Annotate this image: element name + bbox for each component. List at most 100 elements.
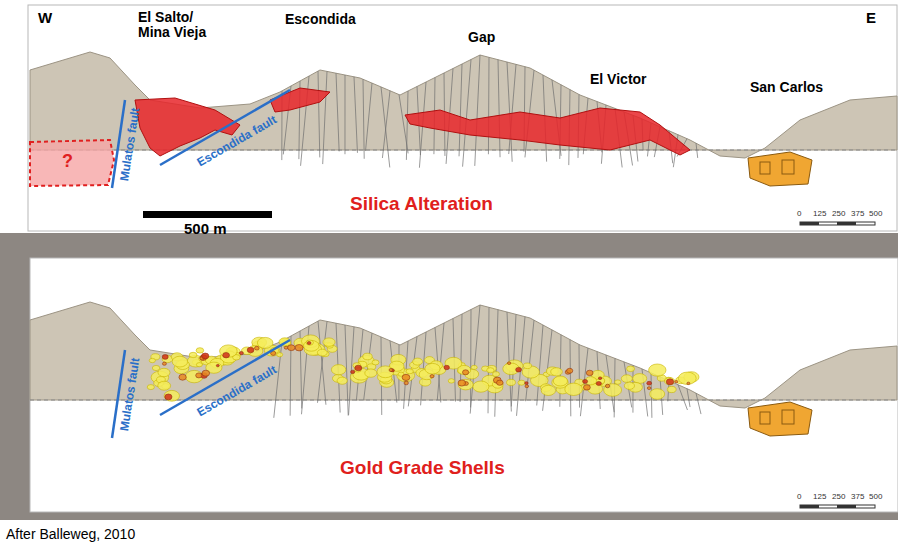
grade-shell — [406, 369, 413, 374]
terrain-slab — [30, 302, 897, 408]
area-label: El Victor — [590, 72, 647, 87]
terrain-section — [30, 302, 897, 408]
small-scale-bar — [800, 222, 875, 225]
grade-shell — [216, 364, 219, 366]
grade-shell — [149, 358, 155, 362]
scale-number: 0 — [797, 210, 801, 219]
grade-shell — [586, 370, 593, 375]
grade-shell — [202, 353, 209, 359]
grade-shell — [471, 365, 477, 369]
grade-shell — [627, 366, 635, 372]
scale-number: 500 — [869, 210, 882, 219]
caption: After Balleweg, 2010 — [6, 527, 135, 542]
grade-shell — [523, 363, 531, 369]
grade-shell — [288, 345, 295, 351]
drill-hole — [475, 55, 480, 166]
scale-number: 125 — [813, 210, 826, 219]
scale-number: 125 — [813, 493, 826, 502]
grade-shell — [365, 369, 377, 377]
area-label: Gap — [468, 30, 495, 45]
grade-shell — [158, 368, 170, 376]
grade-shell — [624, 382, 634, 389]
grade-shell — [553, 376, 567, 386]
drill-hole — [509, 64, 516, 154]
elevation-line — [30, 400, 897, 401]
drill-hole — [344, 75, 345, 154]
grade-shell — [307, 342, 311, 345]
grade-shell — [158, 381, 171, 390]
scale-number: 500 — [869, 493, 882, 502]
drill-hole — [323, 71, 327, 164]
grade-shell — [185, 370, 203, 382]
grade-shell — [667, 386, 676, 392]
drill-hole — [495, 310, 498, 417]
grade-shell — [525, 382, 529, 385]
grade-shell — [351, 370, 355, 373]
grade-shell — [355, 365, 362, 371]
drill-hole — [406, 91, 408, 160]
top-panel — [28, 5, 897, 231]
grade-shell — [430, 375, 434, 378]
grade-shell — [372, 360, 379, 365]
grade-shell — [463, 370, 469, 375]
grade-shell — [583, 379, 588, 383]
grade-shell — [473, 381, 489, 392]
grade-shell — [444, 365, 449, 369]
grade-shell — [584, 385, 591, 390]
grade-shell — [179, 374, 186, 380]
scale-number: 0 — [797, 493, 801, 502]
area-label: San Carlos — [750, 80, 823, 95]
drill-hole — [687, 389, 690, 407]
grade-shell — [257, 337, 273, 348]
grade-shell — [665, 378, 675, 385]
grade-shell — [507, 362, 510, 365]
grade-shell — [162, 355, 168, 360]
small-scale-bar — [800, 505, 875, 508]
drill-hole — [696, 143, 698, 158]
scale-number: 375 — [851, 493, 864, 502]
drill-hole — [349, 327, 354, 415]
grade-shell — [633, 374, 647, 384]
drill-hole — [526, 320, 534, 401]
drill-hole — [470, 310, 471, 408]
grade-shell — [377, 366, 394, 378]
grade-shell — [223, 353, 230, 358]
drill-hole — [382, 91, 390, 158]
grade-shell — [604, 384, 622, 397]
grade-shell — [649, 364, 666, 376]
grade-shell — [247, 347, 254, 352]
grade-shell — [172, 356, 187, 367]
grade-shell — [363, 353, 372, 360]
grade-shell — [615, 380, 621, 384]
direction-label: E — [866, 10, 876, 27]
drill-hole — [381, 87, 390, 168]
scale-number: 250 — [832, 493, 845, 502]
grade-shell — [650, 389, 665, 400]
direction-label: W — [38, 10, 52, 27]
grade-shell — [678, 372, 696, 384]
grade-shell — [666, 379, 673, 385]
drill-hole — [363, 79, 364, 158]
drill-hole — [318, 71, 320, 157]
grade-shell — [402, 374, 410, 380]
grade-shell — [277, 353, 283, 357]
grade-shell — [565, 383, 583, 395]
drill-hole — [336, 73, 339, 151]
grade-shell — [458, 379, 473, 390]
drill-hole — [537, 325, 543, 405]
drill-hole — [488, 57, 490, 154]
grade-shell — [567, 368, 573, 373]
drill-hole — [354, 77, 357, 153]
san-carlos-body — [748, 402, 812, 436]
scale-number: 375 — [851, 210, 864, 219]
grade-shell — [507, 379, 516, 385]
drill-hole — [579, 344, 581, 407]
grade-shell — [596, 382, 601, 386]
grade-shell — [541, 385, 555, 395]
grade-shell — [598, 377, 601, 380]
drill-hole — [470, 305, 480, 414]
inferred-zone — [30, 140, 114, 186]
drill-holes — [274, 55, 701, 418]
